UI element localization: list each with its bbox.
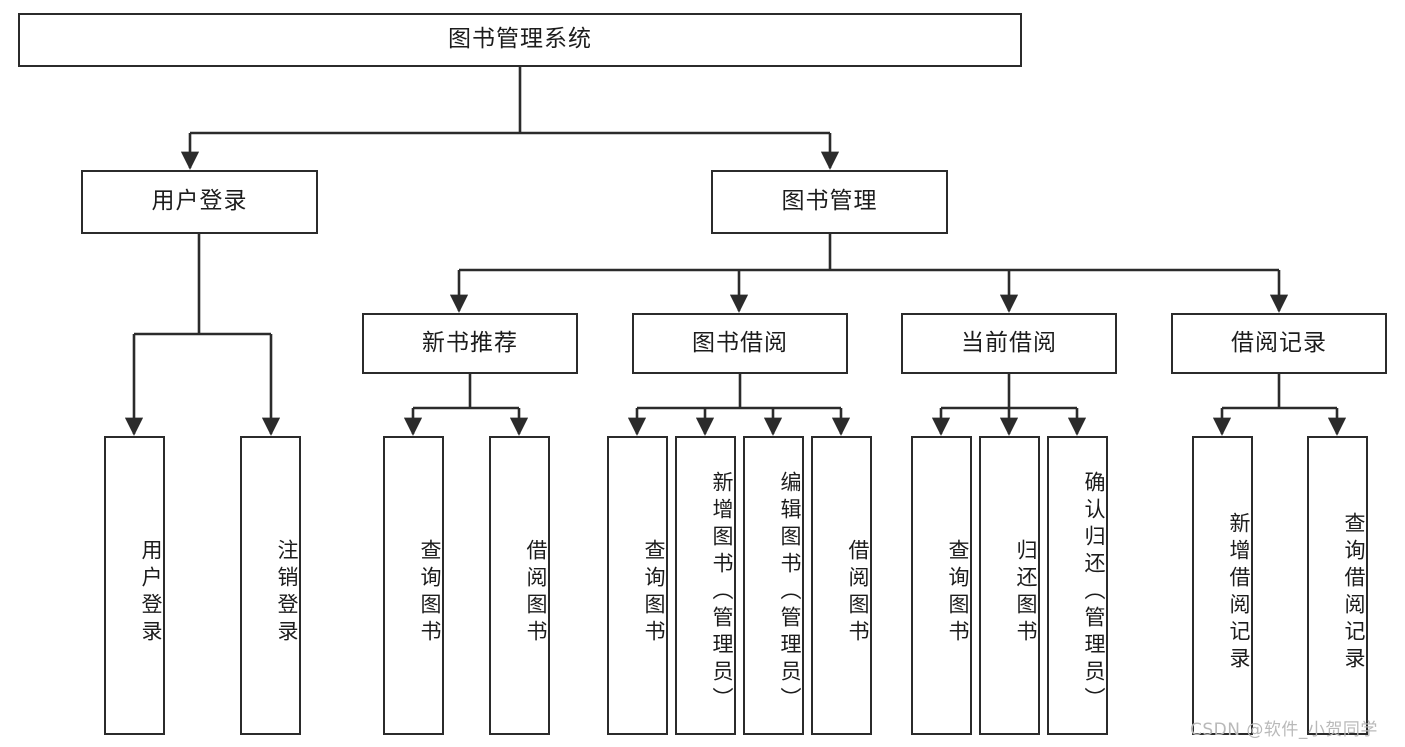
node-leaf-edit-book-admin[interactable]: 编辑图书（管理员） bbox=[743, 436, 804, 735]
node-root-label: 图书管理系统 bbox=[448, 26, 592, 53]
node-book-borrow[interactable]: 图书借阅 bbox=[632, 313, 848, 374]
node-user-login[interactable]: 用户登录 bbox=[81, 170, 318, 234]
node-leaf-edit-book-admin-label: 编辑图书（管理员） bbox=[778, 471, 802, 714]
node-leaf-return-book[interactable]: 归还图书 bbox=[979, 436, 1040, 735]
node-current-borrow[interactable]: 当前借阅 bbox=[901, 313, 1117, 374]
node-leaf-borrow-book-bb-label: 借阅图书 bbox=[846, 538, 870, 647]
node-leaf-add-borrow-record-label: 新增借阅记录 bbox=[1227, 511, 1251, 674]
node-leaf-user-login-label: 用户登录 bbox=[139, 538, 163, 647]
node-leaf-confirm-return-admin[interactable]: 确认归还（管理员） bbox=[1047, 436, 1108, 735]
node-leaf-query-book-bb-label: 查询图书 bbox=[642, 538, 666, 647]
node-leaf-add-book-admin[interactable]: 新增图书（管理员） bbox=[675, 436, 736, 735]
node-leaf-add-borrow-record[interactable]: 新增借阅记录 bbox=[1192, 436, 1253, 735]
node-leaf-logout-label: 注销登录 bbox=[275, 538, 299, 647]
node-leaf-return-book-label: 归还图书 bbox=[1014, 538, 1038, 647]
node-leaf-add-book-admin-label: 新增图书（管理员） bbox=[710, 471, 734, 714]
node-leaf-query-book-bb[interactable]: 查询图书 bbox=[607, 436, 668, 735]
node-leaf-logout[interactable]: 注销登录 bbox=[240, 436, 301, 735]
node-leaf-confirm-return-admin-label: 确认归还（管理员） bbox=[1082, 471, 1106, 714]
node-book-management[interactable]: 图书管理 bbox=[711, 170, 948, 234]
node-leaf-borrow-book-nb[interactable]: 借阅图书 bbox=[489, 436, 550, 735]
node-leaf-borrow-book-nb-label: 借阅图书 bbox=[524, 538, 548, 647]
node-leaf-query-borrow-record-label: 查询借阅记录 bbox=[1342, 511, 1366, 674]
node-leaf-query-book-cb-label: 查询图书 bbox=[946, 538, 970, 647]
node-leaf-query-book-cb[interactable]: 查询图书 bbox=[911, 436, 972, 735]
node-leaf-query-borrow-record[interactable]: 查询借阅记录 bbox=[1307, 436, 1368, 735]
node-leaf-borrow-book-bb[interactable]: 借阅图书 bbox=[811, 436, 872, 735]
node-borrow-record-label: 借阅记录 bbox=[1231, 329, 1327, 356]
node-leaf-query-book-nb[interactable]: 查询图书 bbox=[383, 436, 444, 735]
node-book-borrow-label: 图书借阅 bbox=[692, 329, 788, 356]
node-new-book-recommend[interactable]: 新书推荐 bbox=[362, 313, 578, 374]
node-user-login-label: 用户登录 bbox=[151, 188, 248, 215]
node-leaf-query-book-nb-label: 查询图书 bbox=[418, 538, 442, 647]
csdn-watermark: CSDN @软件_小贺同学 bbox=[1190, 720, 1378, 740]
node-borrow-record[interactable]: 借阅记录 bbox=[1171, 313, 1387, 374]
node-root-system[interactable]: 图书管理系统 bbox=[18, 13, 1022, 67]
node-current-borrow-label: 当前借阅 bbox=[961, 329, 1057, 356]
node-book-management-label: 图书管理 bbox=[781, 188, 878, 215]
node-leaf-user-login[interactable]: 用户登录 bbox=[104, 436, 165, 735]
node-new-book-recommend-label: 新书推荐 bbox=[422, 329, 518, 356]
